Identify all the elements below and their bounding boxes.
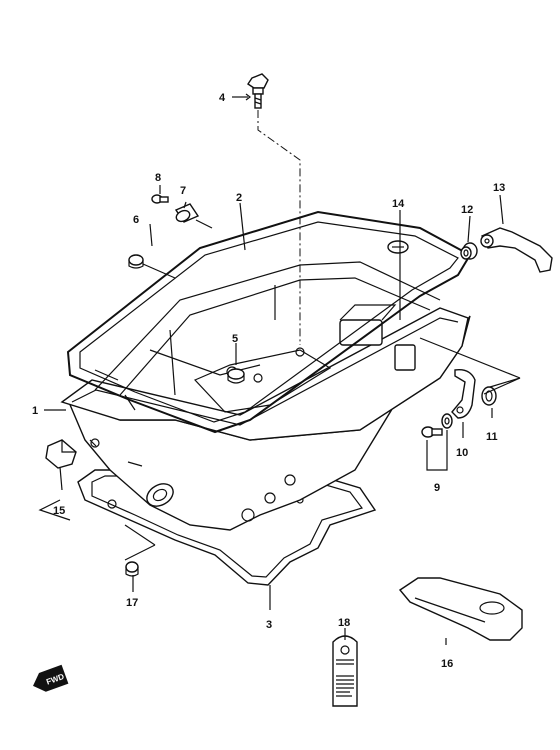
- part-5-washer: [227, 368, 245, 384]
- callout-3: 3: [266, 619, 272, 631]
- part-13-handle: [480, 227, 553, 273]
- callout-4: 4: [219, 92, 226, 104]
- callout-14: 14: [392, 198, 405, 210]
- callout-9: 9: [434, 482, 440, 494]
- part-11-oring: [481, 386, 497, 406]
- part-15-plug: [45, 439, 77, 469]
- callout-12: 12: [461, 204, 473, 216]
- callout-8: 8: [155, 172, 161, 184]
- callout-15: 15: [53, 505, 65, 517]
- callout-11: 11: [486, 431, 498, 443]
- callout-1: 1: [32, 405, 38, 417]
- part-4-bolt: [247, 73, 301, 345]
- part-8-screw: [151, 194, 169, 204]
- part-9-washer: [441, 413, 453, 429]
- part-9-bolt: [421, 426, 443, 438]
- part-12-grommet: [460, 242, 478, 260]
- part-17-screw: [125, 561, 139, 577]
- part-7-sleeve: [174, 203, 213, 229]
- callout-5: 5: [232, 333, 238, 345]
- callout-16: 16: [441, 658, 453, 670]
- part-10-bracket: [451, 369, 476, 419]
- upper-seal-ring: [66, 210, 472, 434]
- part-18-tag: [332, 635, 358, 707]
- part-16-mat: [398, 577, 523, 641]
- callout-10: 10: [456, 447, 468, 459]
- callout-6: 6: [133, 214, 139, 226]
- callout-13: 13: [493, 182, 505, 194]
- leader-lines: [38, 93, 521, 645]
- callout-7: 7: [180, 185, 186, 197]
- callout-18: 18: [338, 617, 350, 629]
- fwd-direction-badge: FWD: [33, 664, 69, 692]
- part-6-screw: [128, 254, 176, 279]
- oil-pan-body: [60, 261, 471, 531]
- callout-17: 17: [126, 597, 138, 609]
- part-14-grommet: [387, 240, 409, 254]
- callout-2: 2: [236, 192, 242, 204]
